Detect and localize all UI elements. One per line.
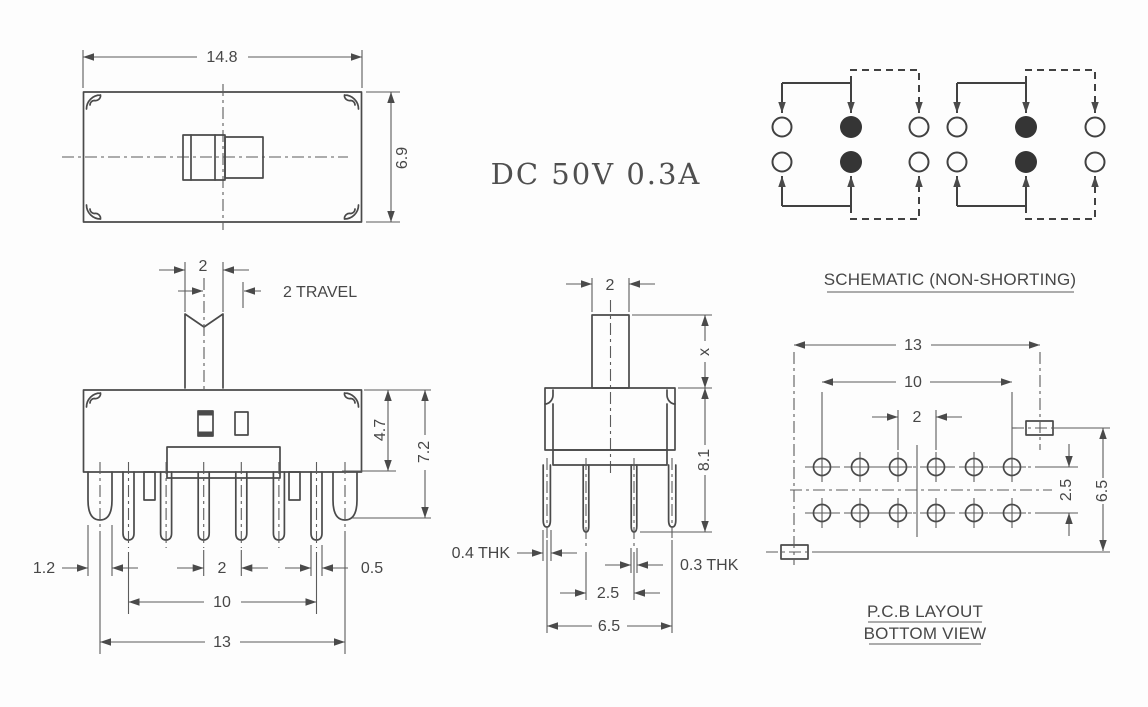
travel-dim: 2 TRAVEL	[283, 284, 357, 301]
pin-pitch-dim: 2	[218, 560, 227, 577]
pad-r2c6	[997, 497, 1027, 529]
pin-thickness-dim: 0.3 THK	[680, 557, 739, 574]
pcb-pad-span-dim: 10	[904, 374, 922, 391]
pad-r1c4	[921, 451, 951, 483]
schematic-pole-1	[771, 69, 930, 220]
pcb-tab-span-dim: 13	[904, 337, 922, 354]
pin-width-dim: 0.5	[361, 560, 383, 577]
schematic-pole-2	[946, 69, 1106, 220]
pad-r1c2	[845, 451, 875, 483]
top-view-knob	[182, 134, 264, 181]
terminal-circle	[946, 151, 968, 173]
pad-r2c1	[807, 497, 837, 529]
top-view-dimensions: 14.8 6.9	[82, 49, 411, 223]
pin-1	[122, 461, 135, 549]
pcb-pad-pitch-dim: 2	[913, 409, 922, 426]
body-hole	[234, 411, 249, 436]
knob-height-dim: x	[696, 348, 713, 356]
front-view-pins	[122, 461, 323, 549]
top-view-body	[62, 84, 363, 230]
pad-r1c6	[997, 451, 1027, 483]
pad-r2c3	[883, 497, 913, 529]
side-tab-thickness-dim: 0.4 THK	[452, 545, 511, 562]
pad-r2c4	[921, 497, 951, 529]
terminal-circle	[908, 151, 930, 173]
terminal-circle	[908, 116, 930, 138]
front-view: 2 2 TRAVEL 4.7 7.2 1.2	[33, 258, 433, 654]
common-terminal-dot	[1015, 151, 1037, 173]
body-boss	[288, 471, 301, 501]
side-view-dimensions: 2 x 8.1 0.4 THK 0.3 THK	[452, 277, 739, 635]
front-view-knob	[184, 278, 224, 392]
pcb-caption: P.C.B LAYOUT BOTTOM VIEW	[864, 602, 987, 645]
pin-2	[159, 461, 173, 549]
pad-r1c1	[807, 451, 837, 483]
terminal-circle	[946, 116, 968, 138]
terminal-circle	[1084, 116, 1106, 138]
terminal-circle	[771, 116, 793, 138]
pcb-layout: 13 10 2 2.5 6.5 P.C.B LAYOU	[766, 337, 1111, 645]
pin-5	[272, 461, 286, 549]
common-terminal-dot	[840, 151, 862, 173]
body-center-block	[166, 446, 281, 479]
tab-span-dim: 13	[213, 634, 231, 651]
pad-r1c3	[883, 451, 913, 483]
top-view-width-dim: 14.8	[206, 49, 237, 66]
pad-r2c5	[959, 497, 989, 529]
front-view-body	[82, 389, 363, 501]
pad-r2c2	[845, 497, 875, 529]
terminal-circle	[1084, 151, 1106, 173]
pcb-width-dim: 6.5	[1094, 480, 1111, 502]
schematic: SCHEMATIC (NON-SHORTING)	[771, 69, 1106, 293]
height-dim: 7.2	[416, 441, 433, 463]
common-terminal-dot	[840, 116, 862, 138]
electrical-rating-label: DC 50V 0.3A	[491, 157, 702, 191]
row-pitch-dim: 2.5	[597, 585, 619, 602]
front-view-dimensions: 2 2 TRAVEL 4.7 7.2 1.2	[33, 258, 433, 654]
side-knob-width-dim: 2	[606, 277, 615, 294]
pin-span-dim: 10	[213, 594, 231, 611]
top-view-height-dim: 6.9	[394, 147, 411, 169]
body-base	[552, 449, 668, 466]
common-terminal-dot	[1015, 116, 1037, 138]
tab-width-dim: 1.2	[33, 560, 55, 577]
pin-4	[234, 461, 248, 549]
body-height-dim: 8.1	[696, 449, 713, 471]
pad-r1c5	[959, 451, 989, 483]
pcb-pads	[766, 352, 1110, 565]
body-boss	[143, 471, 156, 501]
knob-width-dim: 2	[199, 258, 208, 275]
pin-3	[197, 461, 211, 549]
pcb-caption-line2: BOTTOM VIEW	[864, 624, 987, 643]
top-view: 14.8 6.9	[62, 49, 411, 230]
schematic-caption: SCHEMATIC (NON-SHORTING)	[824, 270, 1077, 289]
terminal-circle	[771, 151, 793, 173]
front-view-side-tabs	[87, 462, 358, 532]
pcb-caption-line1: P.C.B LAYOUT	[867, 602, 983, 621]
side-view-pins	[542, 458, 677, 548]
side-width-dim: 6.5	[598, 618, 620, 635]
pcb-dimensions: 13 10 2 2.5 6.5	[794, 337, 1111, 551]
upper-height-dim: 4.7	[372, 419, 389, 441]
pcb-row-pitch-dim: 2.5	[1058, 479, 1075, 501]
side-view-body	[544, 387, 676, 466]
pin-6	[310, 461, 323, 549]
side-view: 2 x 8.1 0.4 THK 0.3 THK	[452, 277, 739, 635]
